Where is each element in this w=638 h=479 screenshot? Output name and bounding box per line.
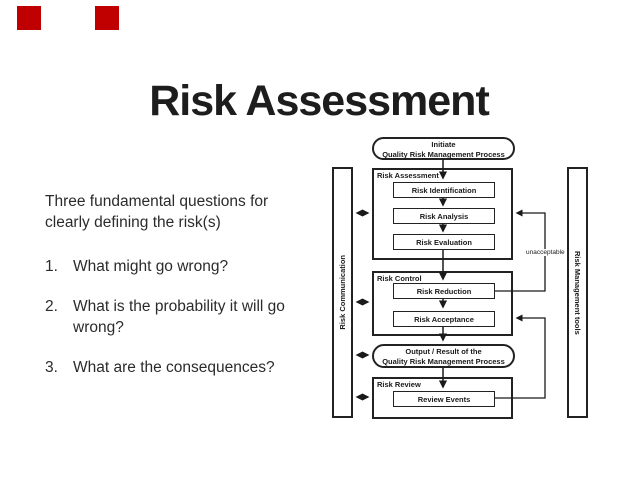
step-risk-analysis: Risk Analysis — [393, 208, 495, 224]
risk-communication-bar: Risk Communication — [332, 167, 353, 418]
questions-block: Three fundamental questions for clearly … — [45, 191, 325, 397]
slide-title: Risk Assessment — [149, 76, 490, 125]
risk-review-label: Risk Review — [377, 380, 421, 389]
risk-control-box: Risk Control Risk Reduction Risk Accepta… — [372, 271, 513, 336]
risk-assessment-box: Risk Assessment Risk Identification Risk… — [372, 168, 513, 260]
step-risk-identification: Risk Identification — [393, 182, 495, 198]
step-risk-reduction: Risk Reduction — [393, 283, 495, 299]
question-number: 2. — [45, 298, 58, 315]
accent-square-2 — [95, 6, 119, 30]
output-line1: Output / Result of the — [405, 347, 482, 356]
initiate-line2: Quality Risk Management Process — [382, 149, 505, 159]
step-review-events: Review Events — [393, 391, 495, 407]
unacceptable-label: unacceptable — [525, 249, 566, 256]
risk-management-tools-bar: Risk Management tools — [567, 167, 588, 418]
step-risk-acceptance: Risk Acceptance — [393, 311, 495, 327]
risk-control-label: Risk Control — [377, 274, 422, 283]
initiate-line1: Initiate — [431, 140, 456, 149]
risk-management-tools-label: Risk Management tools — [573, 250, 582, 335]
question-text: What are the consequences? — [73, 359, 275, 376]
question-item: 1. What might go wrong? — [45, 256, 325, 277]
accent-square-1 — [17, 6, 41, 30]
risk-assessment-label: Risk Assessment — [377, 171, 439, 180]
questions-list: 1. What might go wrong? 2. What is the p… — [45, 256, 325, 378]
question-number: 1. — [45, 258, 58, 275]
output-line2: Quality Risk Management Process — [382, 356, 505, 366]
step-risk-evaluation: Risk Evaluation — [393, 234, 495, 250]
initiate-oval: Initiate Quality Risk Management Process — [372, 137, 515, 160]
question-item: 2. What is the probability it will go wr… — [45, 296, 325, 338]
question-text: What might go wrong? — [73, 258, 229, 275]
qrm-flowchart: Risk Communication Risk Management tools… — [325, 125, 615, 425]
question-number: 3. — [45, 359, 58, 376]
question-intro: Three fundamental questions for clearly … — [45, 193, 269, 231]
question-text: What is the probability it will go wrong… — [73, 298, 285, 336]
output-oval: Output / Result of the Quality Risk Mana… — [372, 344, 515, 368]
question-item: 3. What are the consequences? — [45, 357, 325, 378]
risk-communication-label: Risk Communication — [338, 255, 347, 330]
risk-review-box: Risk Review Review Events — [372, 377, 513, 419]
